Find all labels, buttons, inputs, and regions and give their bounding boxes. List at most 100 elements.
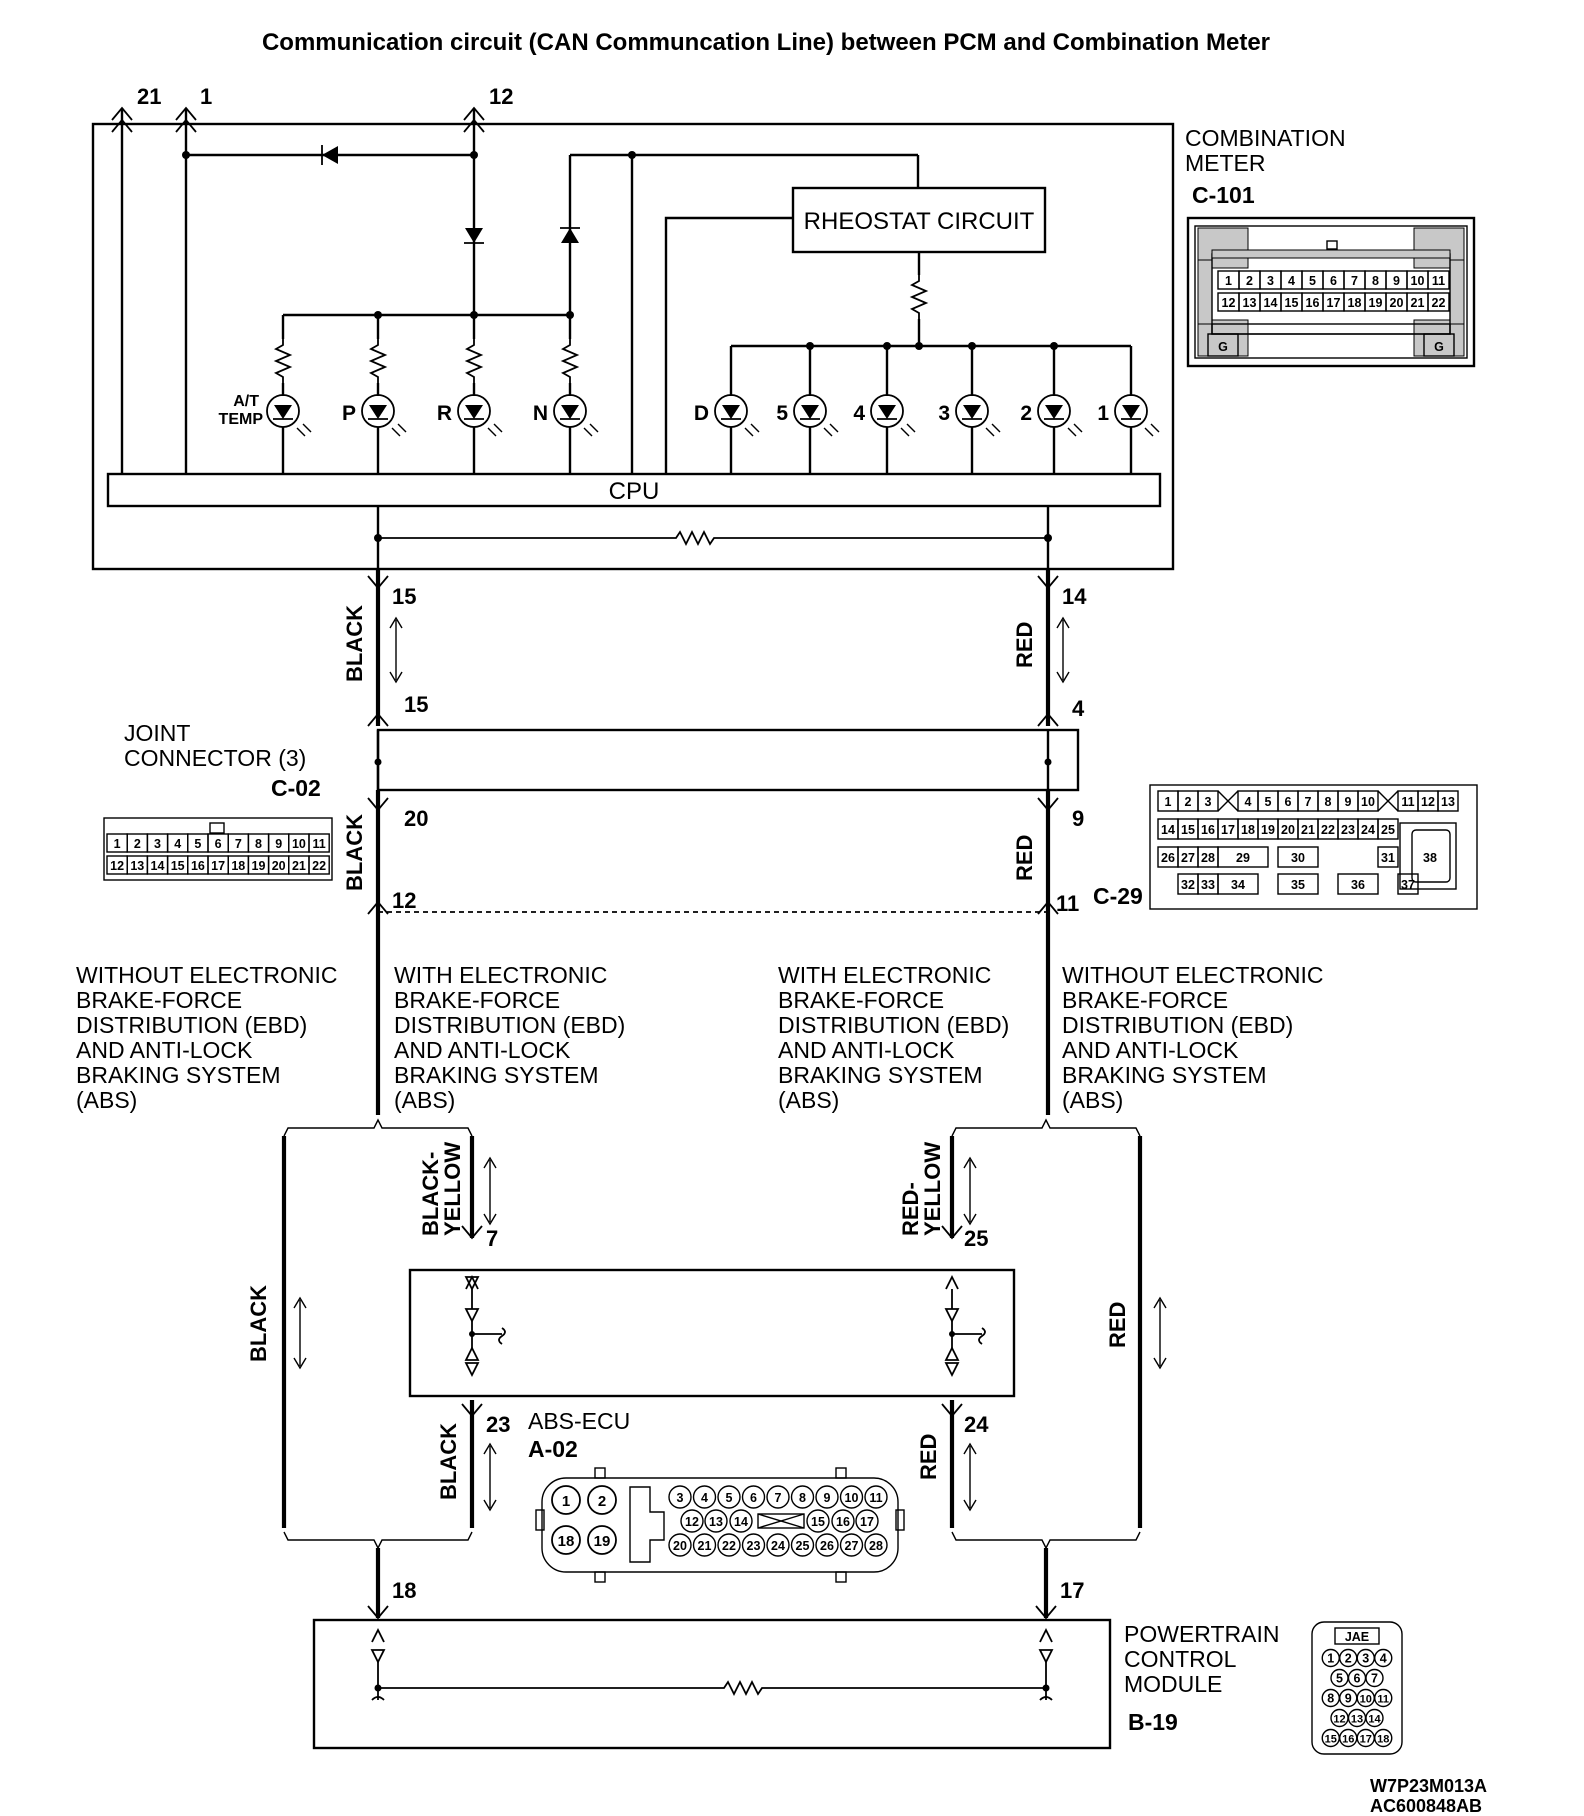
c29-pin-label: 33 [1201,878,1215,892]
c101-pin-label: 22 [1432,296,1446,310]
c02-pin-label: 17 [211,859,225,873]
a02-pin-label: 13 [709,1515,723,1529]
a02-pin [790,1485,815,1509]
led-2: R [437,315,503,474]
c02-pin-label: 3 [154,837,161,851]
b19-pin [1374,1688,1393,1708]
c29-pin-label: 4 [1245,795,1252,809]
bypass-wires: BLACK RED [246,1136,1167,1528]
diode-n [561,228,579,243]
c101-pin-label: 8 [1372,274,1379,288]
wire-color-red-mid: RED [1012,835,1037,881]
signal-arrow-abs-in-left [483,1156,497,1226]
led-label: N [533,402,548,425]
c101-pin-label: 21 [1411,296,1425,310]
c101-pin-label: 14 [1264,296,1278,310]
c29-pin [1217,873,1259,895]
pin-9-joint: 9 [1072,806,1084,831]
c29-pin-label: 10 [1361,795,1375,809]
c02-pin-label: 20 [272,859,286,873]
c29-pin-label: 8 [1325,795,1332,809]
c02-pin-label: 22 [312,859,326,873]
a02-pin-label: 23 [747,1539,761,1553]
abs-ecu-internal [464,1274,986,1378]
a02-pin [831,1509,855,1533]
a02-pin-label: 7 [775,1491,782,1505]
c29-pin-label: 35 [1291,878,1305,892]
signal-arrow-bypass-left [293,1296,307,1370]
c02-pin-label: 21 [292,859,306,873]
c101-pin-label: 7 [1351,274,1358,288]
a02-pin-label: 1 [562,1493,570,1510]
c29-pin-label: 11 [1401,795,1414,809]
branch-braces [283,1118,1141,1550]
c29-pin-label: 12 [1421,795,1435,809]
diode-top [321,145,338,165]
c29-pin [1217,846,1269,868]
c29-pin-label: 18 [1241,823,1255,837]
a02-pin [864,1533,888,1557]
c29-pin [1277,873,1319,895]
b19-pin-label: 4 [1380,1652,1387,1666]
c02-pin-label: 8 [255,837,262,851]
top-pin-21: 21 [137,84,161,109]
c101-pin-label: 10 [1411,274,1425,288]
led-3: N [533,315,599,474]
c02-pin-label: 7 [235,837,242,851]
b19-pin-label: 8 [1327,1692,1334,1706]
joint-connector-box [376,728,1080,792]
c02-pin-label: 4 [174,837,181,851]
a02-pin-label: 9 [824,1491,831,1505]
footer-code-1: W7P23M013A [1370,1776,1487,1796]
signal-arrow-bypass-right [1153,1296,1167,1370]
signal-arrow-left-upper [389,616,403,684]
abs-in-right-color: RED- [898,1182,923,1236]
pin-12-c29: 12 [392,888,416,913]
led-label: 3 [938,402,950,425]
c29-pin-label: 15 [1181,823,1195,837]
led-label: 5 [776,402,788,425]
a02-pin [864,1485,888,1509]
c02-pin-label: 9 [275,837,282,851]
b19-pin-label: 5 [1336,1672,1343,1686]
c02-pin-label: 16 [191,859,205,873]
led-label: D [694,402,709,425]
pin-15-joint: 15 [404,692,428,717]
c29-pin-label: 13 [1441,795,1455,809]
a02-pin-label: 17 [860,1515,874,1529]
c29-pin-label: 22 [1321,823,1335,837]
a02-pin [668,1485,692,1509]
a02-pin-label: 18 [558,1533,575,1550]
top-wire-21: 21 [111,84,161,474]
led-6: 4 [853,346,916,474]
c29-pin [1277,846,1319,868]
a02-pin [766,1533,790,1557]
c101-pin [1427,270,1450,290]
abs-pin-25: 25 [964,1226,988,1251]
top-wire-12: 12 [463,84,513,315]
led-label: 1 [1097,402,1109,425]
a02-pin-label: 14 [734,1515,748,1529]
diode-12 [465,228,483,243]
c02-pin-label: 19 [252,859,266,873]
led-label: 4 [853,402,865,425]
signal-arrow-right-upper [1056,616,1070,684]
pin-20-joint: 20 [404,806,428,831]
a02-pin [717,1533,741,1557]
led-label-2: TEMP [219,411,264,428]
mid-wires: 20 9 12 11 BLACK RED C-29 [342,790,1143,1115]
b19-pin-label: 15 [1325,1734,1337,1746]
c02-pin-label: 5 [194,837,201,851]
abs-out-right-color: RED [916,1434,941,1480]
combination-meter-code: C-101 [1192,182,1255,208]
c02-pin-label: 14 [151,859,165,873]
b19-pin-label: 10 [1360,1694,1372,1706]
